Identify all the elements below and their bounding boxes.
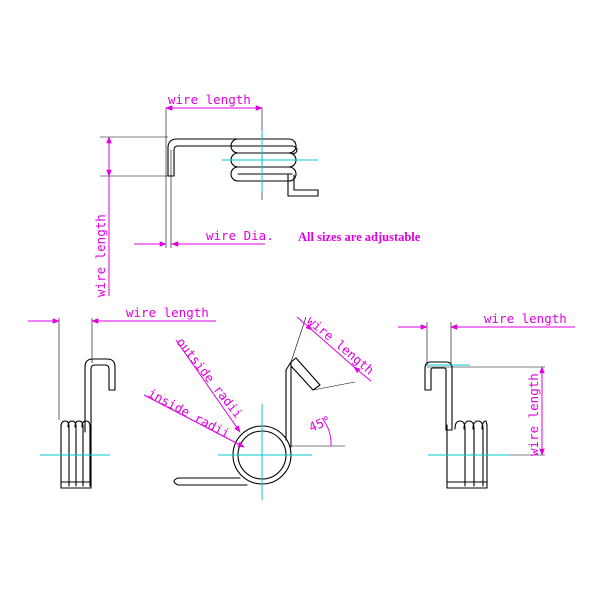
- bottom-left-view: wire length: [28, 305, 216, 489]
- label-wire-length-bottom-left: wire length: [126, 305, 209, 320]
- center-left-leg: [173, 477, 248, 486]
- dim-diag-line: [311, 329, 355, 368]
- top-leg-inner: [173, 145, 263, 177]
- bl-leg-hook: [84, 358, 116, 433]
- bl-coil: [60, 420, 92, 489]
- br-coil: [446, 420, 488, 489]
- label-wire-length-bottom-right: wire length: [484, 311, 567, 326]
- angle-arc: [321, 417, 332, 447]
- note-all-sizes-adjustable: All sizes are adjustable: [298, 230, 421, 244]
- label-wire-length-diagonal: wire length: [304, 313, 377, 378]
- top-view: wire length wire length wire Dia. All si…: [93, 92, 421, 297]
- label-wire-length-left-vertical: wire length: [93, 214, 108, 297]
- dim-diag-arrow-2: [353, 366, 372, 382]
- bottom-right-view: wire length wire length: [398, 311, 575, 489]
- dim-diag-arrow-1: [296, 316, 313, 331]
- center-angled-leg: [290, 357, 321, 391]
- leader-outside-radii: [175, 339, 241, 433]
- label-wire-dia: wire Dia.: [206, 228, 274, 243]
- center-front-view: 45° wire length outside radii inside rad…: [143, 313, 377, 500]
- label-wire-length-top: wire length: [168, 92, 251, 107]
- center-ext-2: [312, 381, 356, 391]
- center-vertical-leg: [285, 361, 292, 448]
- top-leg-outer: [167, 138, 263, 177]
- top-tail-leg: [287, 174, 319, 197]
- br-leg-hook: [424, 361, 453, 431]
- center-ext-1: [290, 316, 307, 363]
- leader-inside-radii: [143, 394, 245, 448]
- label-wire-length-right-vertical: wire length: [526, 373, 541, 456]
